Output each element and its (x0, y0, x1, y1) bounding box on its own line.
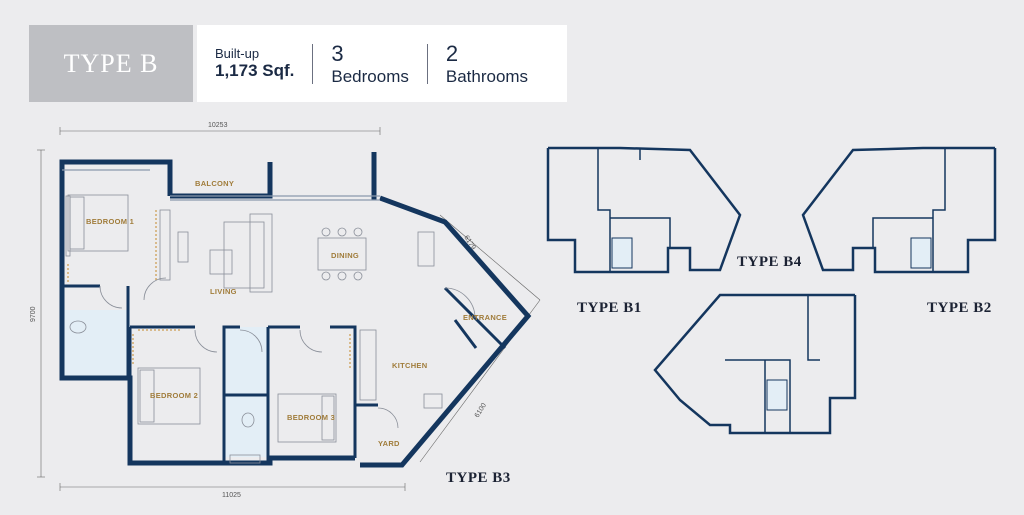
room-label-living: LIVING (210, 287, 237, 296)
room-label-bedroom2: BEDROOM 2 (150, 391, 198, 400)
info-divider (312, 43, 314, 84)
room-label-kitchen: KITCHEN (392, 361, 427, 370)
room-label-yard: YARD (378, 439, 400, 448)
wet-areas (64, 310, 268, 457)
variant-plan-b4 (653, 293, 857, 435)
unit-info-panel: Built-up 1,173 Sqf. 3 Bedrooms 2 Bathroo… (197, 25, 567, 102)
variant-label-b2: TYPE B2 (927, 300, 992, 316)
room-label-dining: DINING (331, 251, 359, 260)
dim-bottom: 11025 (222, 492, 241, 499)
variant-label-b1: TYPE B1 (577, 300, 642, 316)
room-label-entrance: ENTRANCE (463, 313, 507, 322)
unit-type-title: TYPE B (63, 48, 159, 78)
info-divider (426, 43, 428, 84)
room-label-bedroom3: BEDROOM 3 (287, 413, 335, 422)
bedrooms-count: 3 (331, 40, 344, 66)
window-lines (62, 169, 380, 201)
dim-left: 9700 (30, 306, 37, 322)
wardrobe-ticks (67, 210, 351, 370)
variant-label-b3: TYPE B3 (446, 470, 511, 486)
variant-label-b4: TYPE B4 (737, 254, 802, 270)
builtup-value: 1,173 Sqf. (215, 61, 295, 80)
bathrooms-info: 2 Bathrooms (428, 41, 528, 87)
variant-plan-b1 (546, 146, 742, 274)
unit-type-badge: TYPE B (29, 25, 193, 102)
builtup-info: Built-up 1,173 Sqf. (197, 46, 294, 81)
bathrooms-label: Bathrooms (445, 66, 529, 86)
builtup-label: Built-up (215, 46, 260, 61)
bathrooms-count: 2 (445, 40, 459, 66)
bedrooms-label: Bedrooms (331, 66, 409, 86)
outer-walls (59, 152, 532, 468)
bedrooms-info: 3 Bedrooms (313, 41, 408, 87)
dim-top: 10253 (208, 122, 228, 129)
dimension-lines (37, 127, 541, 491)
room-label-balcony: BALCONY (195, 179, 234, 188)
furniture (65, 194, 476, 464)
room-label-bedroom1: BEDROOM 1 (86, 217, 134, 226)
variant-plan-b2 (801, 146, 997, 274)
